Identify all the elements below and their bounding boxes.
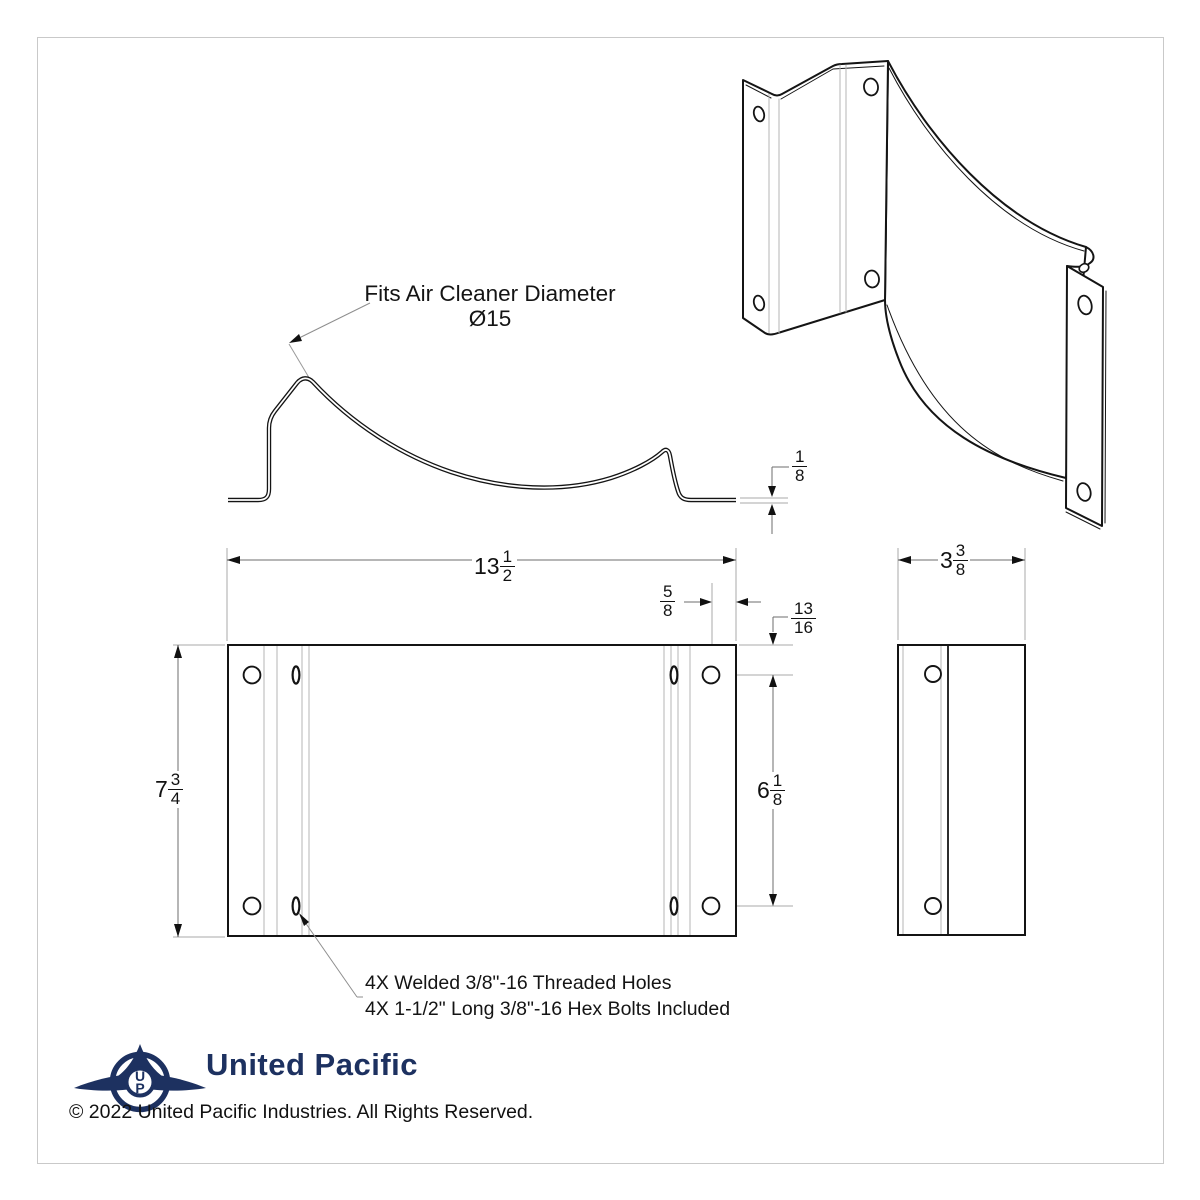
callout-diameter: Ø15 [468,306,512,331]
sheet-border [37,37,1164,1164]
callout-text: Fits Air Cleaner Diameter [364,281,616,306]
note-line-2: 4X 1-1/2" Long 3/8"-16 Hex Bolts Include… [365,997,731,1020]
logo-monogram-p: P [135,1080,144,1096]
side-view [897,548,1026,936]
air-cleaner-callout: Fits Air Cleaner Diameter Ø15 [330,281,650,331]
united-pacific-logo: U P [74,1044,206,1113]
profile-view [228,302,789,534]
front-view [173,548,793,998]
isometric-view [742,60,1107,530]
brand-wordmark: United Pacific [206,1047,418,1082]
note-line-1: 4X Welded 3/8"-16 Threaded Holes [365,972,672,994]
copyright-text: © 2022 United Pacific Industries. All Ri… [69,1101,534,1123]
threaded-holes-note: 4X Welded 3/8"-16 Threaded Holes 4X 1-1/… [365,971,730,1022]
logo-monogram-circle [124,1066,156,1098]
logo-monogram-u: U [135,1068,145,1084]
